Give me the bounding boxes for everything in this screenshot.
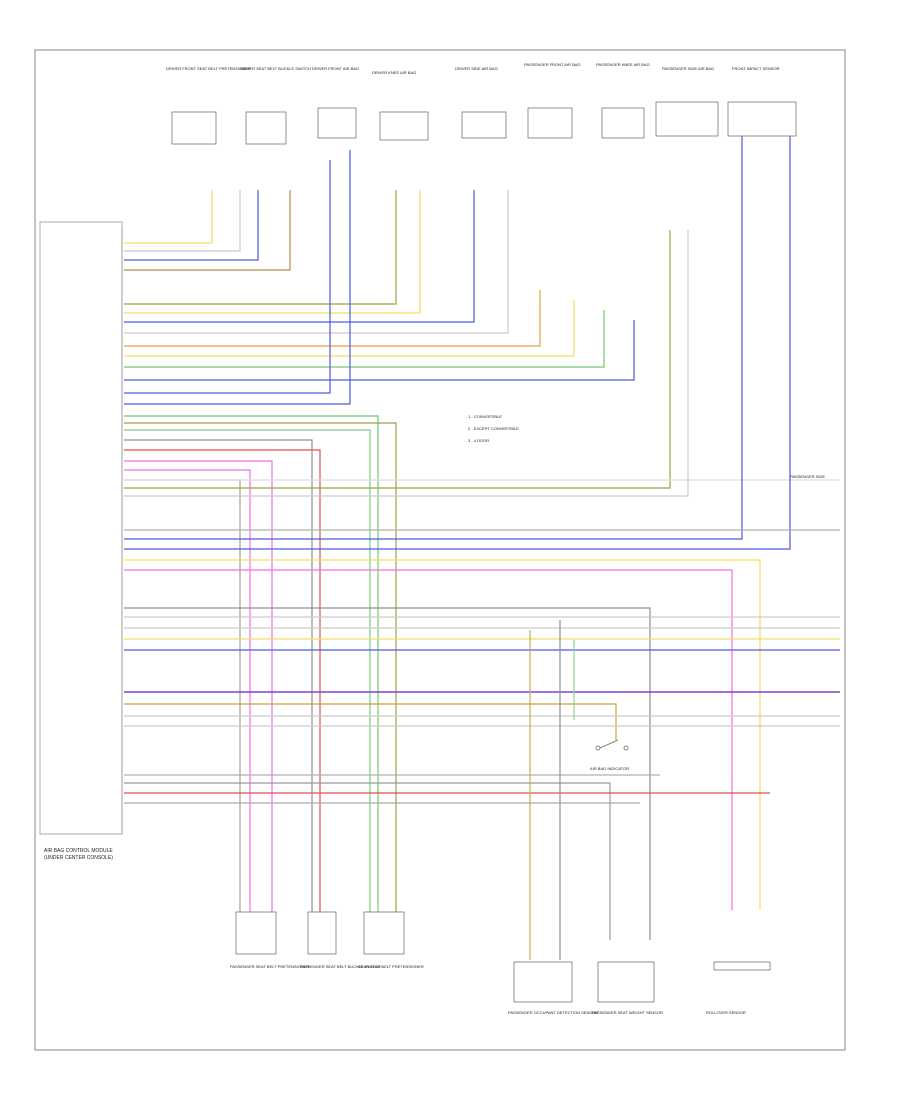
- bottom-connector-labels: PASSENGER SEAT BELT PRETENSIONER PASSENG…: [230, 964, 746, 1015]
- module-label-line-2: (UNDER CENTER CONSOLE): [44, 855, 113, 861]
- wire-blue-5: [124, 150, 351, 405]
- top-connector-9: [727, 101, 797, 137]
- bottom-label-3: REAR SEAT BELT PRETENSIONER: [358, 964, 424, 969]
- control-module-body: [39, 221, 123, 835]
- top-connector-5: [461, 111, 507, 139]
- wire-brown-1: [124, 190, 291, 271]
- wire-olive-1: [124, 190, 397, 305]
- wire-lightgray-1: [124, 190, 241, 252]
- bottom-label-1: PASSENGER SEAT BELT PRETENSIONER: [230, 964, 309, 969]
- wire-gray-6: [124, 782, 611, 940]
- top-label-3: DRIVER FRONT AIR BAG: [312, 66, 359, 71]
- indicator-switch: [595, 739, 629, 751]
- right-label-1: PASSENGER SIDE: [790, 474, 825, 479]
- wire-red-1: [124, 449, 321, 912]
- wire-blue-3: [124, 320, 635, 381]
- wire-yellow-3: [124, 300, 575, 357]
- bottom-connector-4: [513, 961, 573, 1003]
- top-connector-1: [171, 111, 217, 145]
- top-connectors: [171, 101, 797, 145]
- wire-gray-4: [124, 607, 651, 940]
- wire-pink-1: [124, 460, 273, 912]
- wire-pink-2: [124, 469, 251, 912]
- top-label-8: PASSENGER SIDE AIR BAG: [662, 66, 714, 71]
- top-connector-7: [601, 107, 645, 139]
- bottom-label-2: PASSENGER SEAT BELT BUCKLE SWITCH: [300, 964, 381, 969]
- wire-blue-7: [124, 136, 791, 550]
- bottom-connectors: [235, 911, 771, 1003]
- legend-item-3: 3 - 4 DOOR: [468, 438, 489, 443]
- top-label-6: PASSENGER FRONT AIR BAG: [524, 62, 581, 67]
- wire-blue-2: [124, 190, 475, 323]
- diagram-frame: [34, 49, 846, 1051]
- legend: 1 - CONVERTIBLE 2 - EXCEPT CONVERTIBLE 3…: [468, 414, 519, 443]
- wire-gray-2: [124, 479, 241, 912]
- wire-olive-3: [124, 230, 671, 489]
- top-label-2: DRIVER SEAT BELT BUCKLE SWITCH: [240, 66, 311, 71]
- wire-lightgray-2: [124, 190, 509, 334]
- wire-green-3: [124, 429, 371, 912]
- top-connector-6: [527, 107, 573, 139]
- bottom-connector-3: [363, 911, 405, 955]
- wiring-harness: [124, 136, 840, 960]
- top-connector-4: [379, 111, 429, 141]
- wire-yellow-2: [124, 190, 421, 314]
- bottom-connector-6: [713, 961, 771, 971]
- legend-item-2: 2 - EXCEPT CONVERTIBLE: [468, 426, 519, 431]
- wire-green-2: [124, 415, 379, 912]
- legend-item-1: 1 - CONVERTIBLE: [468, 414, 502, 419]
- indicator-label: AIR BAG INDICATOR: [590, 766, 629, 771]
- wire-yellow-1: [124, 190, 213, 244]
- bottom-connector-5: [597, 961, 655, 1003]
- wire-blue-1: [124, 190, 259, 261]
- bottom-label-5: PASSENGER SEAT WEIGHT SENSOR: [592, 1010, 663, 1015]
- wire-olive-2: [124, 422, 397, 912]
- wire-blue-4: [124, 160, 331, 394]
- top-label-4: DRIVER KNEE AIR BAG: [372, 70, 416, 75]
- top-connector-8: [655, 101, 719, 137]
- wire-pink-3: [124, 569, 733, 910]
- wire-yellow-4: [124, 559, 761, 910]
- top-label-7: PASSENGER KNEE AIR BAG: [596, 62, 650, 67]
- module-label-line-1: AIR BAG CONTROL MODULE: [44, 848, 113, 854]
- wire-blue-6: [124, 136, 743, 540]
- bottom-connector-2: [307, 911, 337, 955]
- top-connector-3: [317, 107, 357, 139]
- top-connector-2: [245, 111, 287, 145]
- wire-orange-2: [124, 703, 617, 740]
- bottom-connector-1: [235, 911, 277, 955]
- wire-orange-1: [124, 290, 541, 347]
- wire-gray-1: [124, 439, 313, 912]
- top-label-1: DRIVER FRONT SEAT BELT PRETENSIONER: [166, 66, 251, 71]
- bottom-label-6: ROLLOVER SENSOR: [706, 1010, 746, 1015]
- wire-green-1: [124, 310, 605, 368]
- top-connector-labels: DRIVER FRONT SEAT BELT PRETENSIONER DRIV…: [166, 62, 780, 75]
- bottom-label-4: PASSENGER OCCUPANT DETECTION SENSOR: [508, 1010, 598, 1015]
- wire-lightgray-3: [124, 230, 689, 497]
- top-label-5: DRIVER SIDE AIR BAG: [455, 66, 498, 71]
- top-label-9: FRONT IMPACT SENSOR: [732, 66, 780, 71]
